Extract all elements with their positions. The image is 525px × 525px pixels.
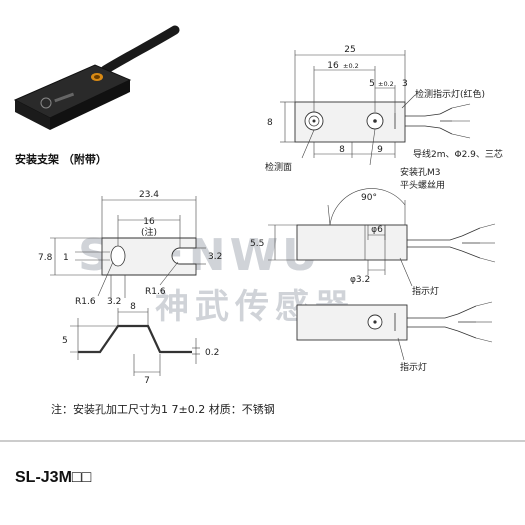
label-indicator-lower: 指示灯 bbox=[400, 361, 427, 373]
dim-bottom-9: 9 bbox=[377, 145, 383, 155]
label-indicator-upper: 指示灯 bbox=[412, 285, 439, 297]
label-hole-2: 平头螺丝用 bbox=[400, 179, 445, 191]
bracket-dim-r-right: R1.6 bbox=[145, 287, 166, 297]
bracket-dim-bottom: 3.2 bbox=[107, 297, 121, 307]
dim-led-pos-tol: ±0.2 bbox=[378, 80, 394, 88]
side-dim-dia6: φ6 bbox=[371, 225, 383, 235]
dim-end: 3 bbox=[402, 79, 408, 89]
dim-height: 8 bbox=[267, 118, 273, 128]
label-hole-1: 安装孔M3 bbox=[400, 166, 441, 178]
bracket-dim-left: 1 bbox=[63, 253, 69, 263]
dim-hole-pos-tol: ±0.2 bbox=[343, 62, 359, 70]
bracket-dim-right: 3.2 bbox=[208, 252, 222, 262]
side-dim-angle: 90° bbox=[361, 193, 377, 203]
top-view-drawing bbox=[280, 50, 471, 166]
model-title: SL-J3M□□ bbox=[15, 469, 92, 486]
bracket-photo-caption: 安装支架 （附带） bbox=[15, 152, 107, 166]
bracket-dim-slot: 16 bbox=[143, 217, 155, 227]
dim-bottom-8: 8 bbox=[339, 145, 345, 155]
dim-led-pos: 5 bbox=[369, 79, 375, 89]
bracket-dim-height: 7.8 bbox=[38, 253, 53, 263]
product-photo bbox=[13, 25, 180, 130]
sensor-side-drawing bbox=[268, 188, 496, 361]
bracket-side-dim-bottom: 7 bbox=[144, 376, 150, 386]
footnote: 注：安装孔加工尺寸为1 7±0.2 材质：不锈钢 bbox=[51, 402, 275, 416]
bracket-dim-slot-note: (注) bbox=[141, 226, 157, 238]
label-wire: 导线2m、Φ2.9、三芯 bbox=[413, 148, 503, 160]
side-dim-height: 5.5 bbox=[250, 239, 264, 249]
bracket-side-dim-height: 5 bbox=[62, 336, 68, 346]
bracket-side-dim-thickness: 0.2 bbox=[205, 348, 219, 358]
bracket-side-dim-top: 8 bbox=[130, 302, 136, 312]
bracket-dim-width: 23.4 bbox=[139, 190, 159, 200]
label-led: 检测指示灯(红色) bbox=[415, 88, 485, 100]
dim-overall: 25 bbox=[344, 45, 355, 55]
bracket-dim-r-left: R1.6 bbox=[75, 297, 96, 307]
label-face: 检测面 bbox=[265, 161, 292, 173]
bracket-side-drawing bbox=[70, 308, 200, 376]
side-dim-dia32: φ3.2 bbox=[350, 275, 370, 285]
dim-hole-pos: 16 bbox=[327, 61, 339, 71]
bracket-front-drawing bbox=[50, 196, 206, 298]
